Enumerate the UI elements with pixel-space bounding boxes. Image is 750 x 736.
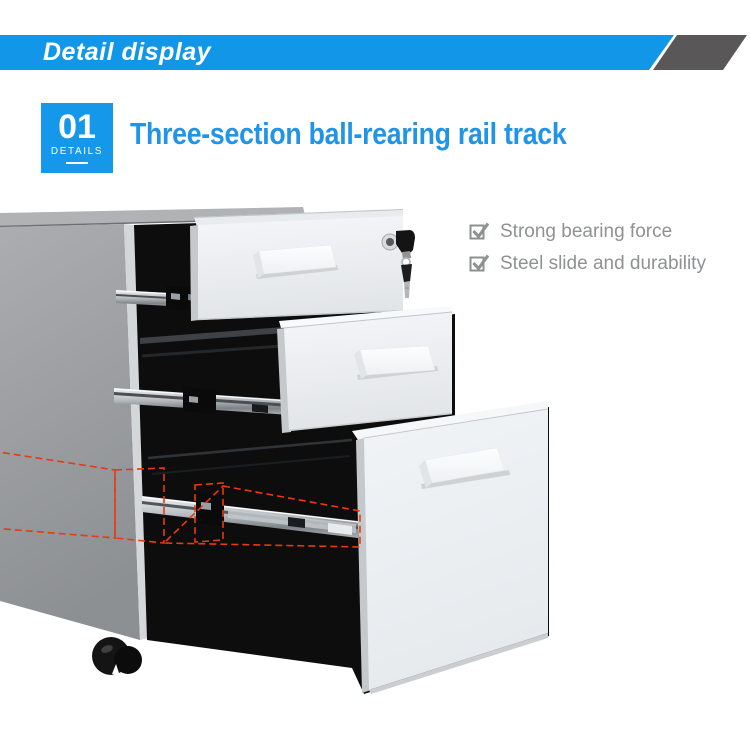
detail-number-badge: 01 DETAILS (41, 103, 113, 173)
feature-label: Strong bearing force (500, 221, 673, 242)
checkbox-checked-icon (469, 222, 490, 240)
feature-item: Strong bearing force (469, 220, 706, 243)
cabinet-body (0, 207, 307, 640)
feature-item: Steel slide and durability (469, 252, 706, 275)
rail-annotation-boxes (0, 451, 361, 548)
drawer-2 (277, 311, 453, 433)
drawer-3-rim (352, 401, 548, 440)
drawer-1 (190, 209, 415, 321)
checkbox-checked-icon (469, 254, 490, 272)
drawer-2-handle (354, 345, 438, 380)
drawer-3 (356, 408, 549, 694)
ball-bearing-rail-3 (141, 493, 359, 538)
annotation-box-3 (194, 482, 224, 543)
feature-label: Steel slide and durability (500, 253, 706, 274)
badge-number: 01 (58, 108, 96, 146)
ball-bearing-rail-2 (113, 387, 291, 415)
drawer-3-handle (419, 447, 510, 489)
feature-list: Strong bearing force Steel slide and dur… (469, 220, 706, 284)
cabinet-side (0, 224, 140, 640)
annotation-box-4 (162, 485, 361, 548)
cabinet-top (0, 207, 306, 227)
section-title: Three-section ball-rearing rail track (130, 116, 567, 151)
badge-caption: DETAILS (50, 146, 104, 157)
drawer-1-handle (253, 244, 338, 279)
drawer-3-front (364, 409, 548, 690)
rail-bracket (183, 387, 216, 414)
banner-label: Detail display (43, 38, 212, 66)
lock-and-keys (381, 230, 415, 298)
annotation-box-2 (114, 467, 165, 544)
section-banner: Detail display (0, 35, 674, 70)
badge-underline (66, 162, 88, 164)
cabinet-front-edge (124, 224, 149, 640)
drawer-2-rim (279, 306, 452, 328)
caster-wheel (92, 637, 142, 676)
annotation-box-1 (0, 451, 116, 539)
